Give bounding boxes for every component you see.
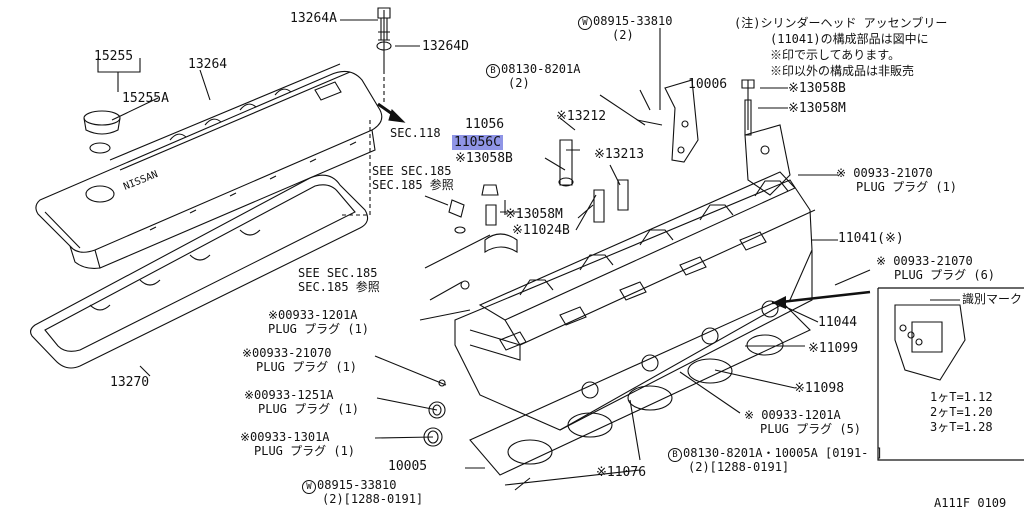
callout-plug-1201a-left-name: PLUG プラグ (1)	[268, 322, 370, 336]
callout-13213: ※13213	[594, 147, 645, 162]
callout-plug-1301a: ※00933-1301A	[240, 430, 330, 444]
callout-plug-21070-right-lower: ※ 00933-21070	[876, 254, 973, 268]
callout-sec185-ref-b: SEC.185 参照	[298, 280, 380, 294]
callout-plug-21070-right-upper-name: PLUG プラグ (1)	[856, 180, 958, 194]
callout-plug-21070-left-name: PLUG プラグ (1)	[256, 360, 358, 374]
callout-plug-21070-right-lower-name: PLUG プラグ (6)	[894, 268, 996, 282]
highlight-11056c: 11056C	[452, 135, 503, 150]
circle-b-icon: B	[668, 448, 682, 462]
callout-15255a: 15255A	[122, 91, 169, 106]
callout-11041: 11041(※)	[838, 231, 904, 246]
callout-plug-1201a-right-name: PLUG プラグ (5)	[760, 422, 862, 436]
callout-11076: ※11076	[596, 465, 647, 480]
callout-11044: 11044	[818, 315, 858, 330]
cover-brand-text: NISSAN	[122, 169, 160, 193]
washer-08915-bottom-number: 08915-33810	[317, 478, 397, 492]
callout-bolt-08130-top-qty: (2)	[508, 76, 530, 90]
callout-13058b-right: ※13058B	[788, 81, 846, 96]
inset-thickness-1: 1ヶT=1.12	[930, 390, 993, 404]
circle-w-top-icon: W	[578, 16, 592, 30]
callout-11098: ※11098	[794, 381, 845, 396]
callout-sec118: SEC.118	[390, 126, 441, 140]
callout-11099: ※11099	[808, 341, 859, 356]
callout-sec185-ref-a: SEC.185 参照	[372, 178, 454, 192]
callout-13058m-right: ※13058M	[788, 101, 846, 116]
inset-thickness-3: 3ヶT=1.28	[930, 420, 993, 434]
note-line-2: (11041)の構成部品は図中に	[770, 32, 929, 46]
oil-filler-cap	[83, 110, 121, 154]
callout-see-sec185-b: SEE SEC.185	[298, 266, 378, 280]
callout-washer-08915-top-qty: (2)	[612, 28, 634, 42]
callout-13058m-left: ※13058M	[505, 207, 563, 222]
bolt-08130-top-number: 08130-8201A	[501, 62, 581, 76]
callout-11024b: ※11024B	[512, 223, 570, 238]
valve-cover	[35, 63, 383, 269]
circle-w-icon: W	[302, 480, 316, 494]
callout-13264: 13264	[188, 57, 228, 72]
inset-mark-label: 識別マーク	[962, 292, 1023, 306]
head-gasket	[469, 299, 811, 476]
callout-bolt-08130-bottom-qty: (2)[1288-0191]	[688, 460, 790, 474]
callout-13264d: 13264D	[422, 39, 469, 54]
callout-13264a: 13264A	[290, 11, 337, 26]
callout-13270: 13270	[110, 375, 150, 390]
callout-plug-1301a-name: PLUG プラグ (1)	[254, 444, 356, 458]
figure-id: A111F 0109	[934, 496, 1007, 510]
callout-plug-21070-left: ※00933-21070	[242, 346, 332, 360]
callout-plug-1201a-right: ※ 00933-1201A	[744, 408, 841, 422]
callout-10006: 10006	[688, 77, 728, 92]
bolt-08130-bottom-number: 08130-8201A・10005A [0191- ]	[683, 446, 883, 460]
callout-11056c: 11056C	[452, 135, 503, 150]
callout-see-sec185-a: SEE SEC.185	[372, 164, 452, 178]
callout-plug-1251a-name: PLUG プラグ (1)	[258, 402, 360, 416]
callout-plug-1251a: ※00933-1251A	[244, 388, 334, 402]
cover-gasket	[29, 174, 369, 369]
callout-10005: 10005	[388, 459, 428, 474]
note-line-1: (注)シリンダーヘッド アッセンブリー	[734, 16, 948, 30]
circle-b-top-icon: B	[486, 64, 500, 78]
cylinder-head	[454, 171, 816, 431]
note-line-4: ※印以外の構成品は非販売	[770, 64, 915, 78]
inset-thickness-2: 2ヶT=1.20	[930, 405, 993, 419]
callout-plug-21070-right-upper: ※ 00933-21070	[836, 166, 933, 180]
washer-08915-top-number: 08915-33810	[593, 14, 673, 28]
callout-plug-1201a-left: ※00933-1201A	[268, 308, 358, 322]
callout-11056: 11056	[465, 117, 505, 132]
callout-washer-08915-bottom-qty: (2)[1288-0191]	[322, 492, 424, 506]
callout-13058b-left: ※13058B	[455, 151, 513, 166]
callout-15255: 15255	[94, 49, 134, 64]
callout-13212: ※13212	[556, 109, 607, 124]
note-line-3: ※印で示してあります。	[770, 48, 901, 62]
